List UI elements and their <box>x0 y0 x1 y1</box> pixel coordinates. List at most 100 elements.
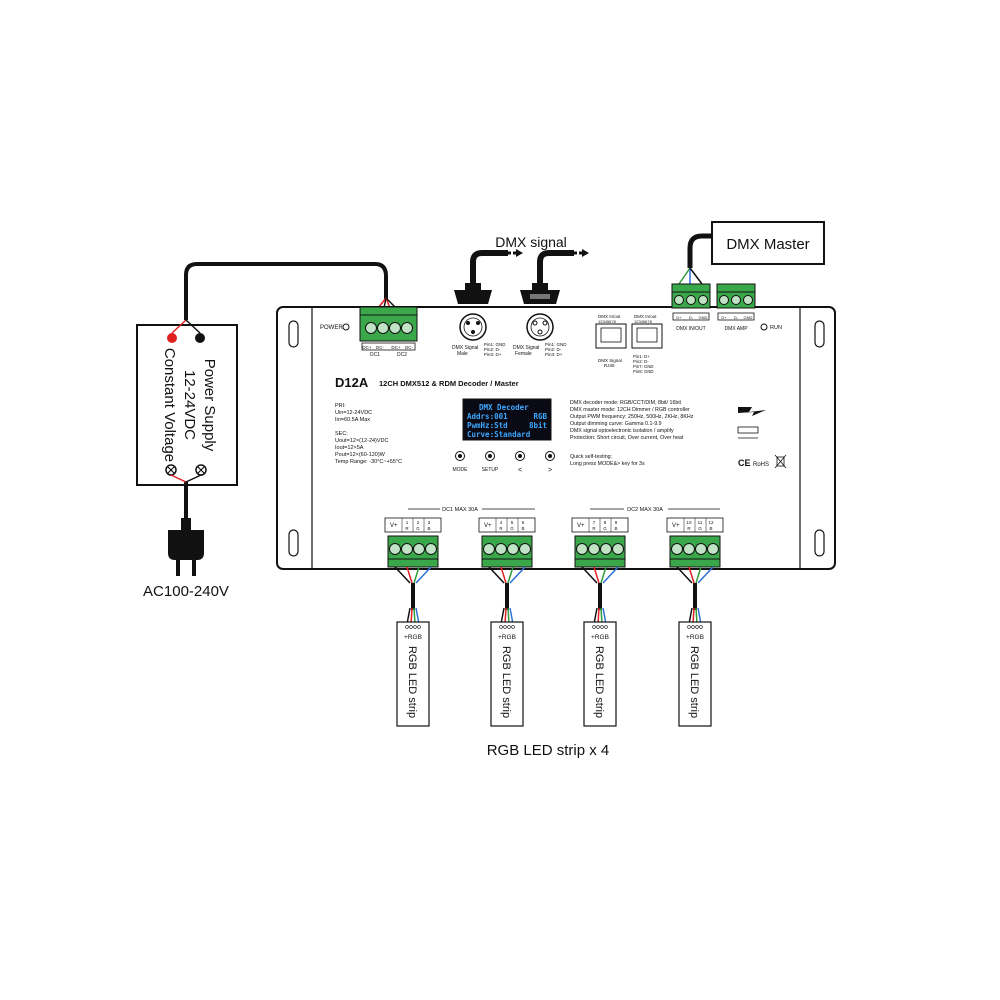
channel-number: 10 <box>686 520 692 525</box>
channel-number: 8 <box>604 520 607 525</box>
feature-line: Output dimming curve: Gamma 0.1-9.9 <box>570 421 662 427</box>
right-button[interactable]: > <box>545 451 555 475</box>
setup-button[interactable]: SETUP <box>482 451 499 474</box>
dc1-group-label: DC1 MAX 30A <box>442 507 478 513</box>
output-terminal <box>387 535 439 568</box>
xlr-male-label: DMX Signal <box>452 345 478 351</box>
xlr-pin: Pin1: GND <box>545 342 567 347</box>
vplus-label: V+ <box>672 523 680 529</box>
mount-slot <box>288 529 299 557</box>
weee-bin-icon <box>774 454 787 469</box>
ac-plug <box>168 474 204 576</box>
dmx-master-label: DMX Master <box>726 236 809 253</box>
xlr-male-connector: DMX Signal Male Pin1: GND Pin2: D- Pin3:… <box>452 249 523 357</box>
dmx-term: GND <box>744 315 753 320</box>
strip-label: RGB LED strip <box>688 646 700 718</box>
strip-pins-label: +RGB <box>404 634 422 641</box>
mount-slot <box>288 320 299 348</box>
ac-terminal-right <box>195 464 207 476</box>
strip-pins-label: +RGB <box>686 634 704 641</box>
output-wires <box>581 566 619 625</box>
ac-terminal-left <box>165 464 177 476</box>
electrical-specs: PRI: Uin=12-24VDC Iin=60.5A Max SEC: Uou… <box>335 403 402 465</box>
spec-line: Uin=12-24VDC <box>335 410 372 416</box>
mount-slot <box>814 320 825 348</box>
dmx-master-cable <box>687 233 712 268</box>
channel-letter: R <box>687 526 691 531</box>
output-terminal <box>481 535 533 568</box>
channel-letter: B <box>521 526 524 531</box>
rgb-led-strip: +RGB RGB LED strip <box>583 621 617 727</box>
channel-number: 4 <box>500 520 503 525</box>
display-line: Curve:Standard <box>467 430 530 439</box>
spec-line: Iout=12×5A <box>335 445 364 451</box>
channel-number: 3 <box>428 520 431 525</box>
dc-term: DC+ <box>362 345 371 350</box>
psu-line-1: Power Supply <box>201 359 218 452</box>
strip-pins-label: +RGB <box>498 634 516 641</box>
quick-test-line: Quick self-testing: <box>570 454 612 460</box>
xlr-pin: Pin3: D+ <box>545 352 563 357</box>
wire-gauge-icon <box>737 426 759 434</box>
strip-label: RGB LED strip <box>593 646 605 718</box>
spec-line: Pout=12×(60-120)W <box>335 452 386 458</box>
xlr-male-label: Male <box>457 351 468 357</box>
channel-number: 1 <box>406 520 409 525</box>
model-name: D12A <box>335 375 369 390</box>
dc-group-label: DC1 <box>370 352 380 358</box>
power-label: POWER <box>320 325 343 331</box>
power-supply-unit: Power Supply 12-24VDC Constant Voltage <box>136 324 238 486</box>
psu-line-2: 12-24VDC <box>181 370 198 440</box>
output-wires <box>676 566 714 625</box>
feature-line: Output PWM frequency: 250Hz, 500Hz, 2KHz… <box>570 414 694 420</box>
right-button-label: > <box>548 467 552 474</box>
xlr-female-label: DMX Signal <box>513 345 539 351</box>
dmx-inout-label: DMX IN/OUT <box>676 326 705 332</box>
spec-line: Uout=12×(12-24)VDC <box>335 438 389 444</box>
rj45-pin: Pin1: D+ <box>633 354 650 359</box>
vplus-label: V+ <box>577 523 585 529</box>
dc-group-label: DC2 <box>397 352 407 358</box>
output-terminal <box>669 535 721 568</box>
positive-terminal <box>167 333 177 343</box>
dmx-term: D- <box>734 315 739 320</box>
dmx-term: D- <box>689 315 694 320</box>
dmx-master-box <box>711 221 825 265</box>
display-line: PwmHz:Std <box>467 421 508 430</box>
output-wires <box>488 566 526 625</box>
feature-line: DMX master mode: 12CH Dimmer / RGB contr… <box>570 407 690 413</box>
run-label: RUN <box>770 325 782 331</box>
feature-line: Protection: Short circuit, Over current,… <box>570 435 684 441</box>
dc2-group-label: DC2 MAX 30A <box>627 507 663 513</box>
d12a-decoder-body <box>276 306 836 570</box>
spec-line: Temp Range: -30°C~+55°C <box>335 459 402 465</box>
rj45-label: DMX In/out <box>634 314 657 319</box>
quick-test-line: Long press MODE&> key for 3s <box>570 461 645 467</box>
channel-letter: B <box>614 526 617 531</box>
channel-number: 7 <box>593 520 596 525</box>
channel-letter: G <box>603 526 607 531</box>
dc-input-terminal: DC+ DC- DC+ DC- DC1 DC2 <box>359 306 418 358</box>
rgb-strip-count-label: RGB LED strip x 4 <box>487 742 610 759</box>
channel-letter: G <box>416 526 420 531</box>
display-value: 8bit <box>529 421 547 430</box>
left-button-label: < <box>518 467 522 474</box>
dmx-term: GND <box>699 315 708 320</box>
dc-power-cable <box>184 262 388 320</box>
control-buttons: MODE SETUP < > <box>453 451 555 475</box>
left-button[interactable]: < <box>515 451 525 475</box>
channel-number: 9 <box>615 520 618 525</box>
feature-line: DMX signal optoelectronic isolation / am… <box>570 428 674 434</box>
mode-button-label: MODE <box>453 467 469 473</box>
channel-letter: G <box>510 526 514 531</box>
negative-terminal <box>195 333 205 343</box>
strip-pins-label: +RGB <box>591 634 609 641</box>
mode-button[interactable]: MODE <box>453 451 469 474</box>
oled-display: DMX Decoder Addrs:001 RGB PwmHz:Std 8bit… <box>462 398 552 441</box>
vplus-label: V+ <box>390 523 398 529</box>
